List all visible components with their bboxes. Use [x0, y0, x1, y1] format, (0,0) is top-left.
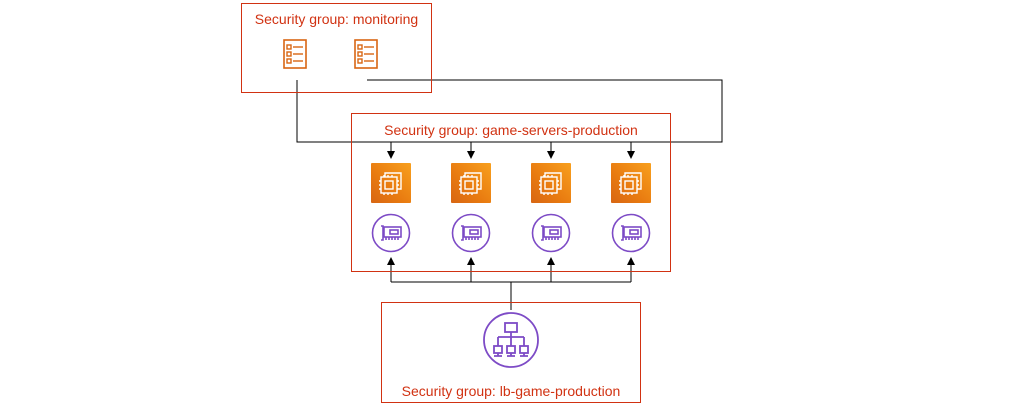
ec2-instance-icon	[371, 163, 411, 203]
security-group-game-servers: Security group: game-servers-production	[351, 113, 671, 272]
ec2-instance-icon	[531, 163, 571, 203]
document-list-icon	[354, 39, 378, 69]
load-balancer-icon	[482, 311, 540, 369]
network-interface-icon	[531, 213, 571, 253]
connector-monitoring-right	[367, 79, 723, 143]
network-interface-icon	[451, 213, 491, 253]
security-group-lb-label: Security group: lb-game-production	[401, 383, 621, 399]
document-list-icon	[283, 39, 307, 69]
security-group-lb: Security group: lb-game-production	[381, 302, 641, 403]
security-group-game-servers-label: Security group: game-servers-production	[384, 122, 638, 138]
network-interface-icon	[371, 213, 411, 253]
security-group-monitoring-label: Security group: monitoring	[254, 11, 419, 27]
network-interface-icon	[611, 213, 651, 253]
ec2-instance-icon	[611, 163, 651, 203]
security-group-monitoring: Security group: monitoring	[241, 3, 432, 93]
ec2-instance-icon	[451, 163, 491, 203]
connector-monitoring-left	[296, 80, 711, 143]
connector-lb-trunk	[391, 281, 631, 310]
